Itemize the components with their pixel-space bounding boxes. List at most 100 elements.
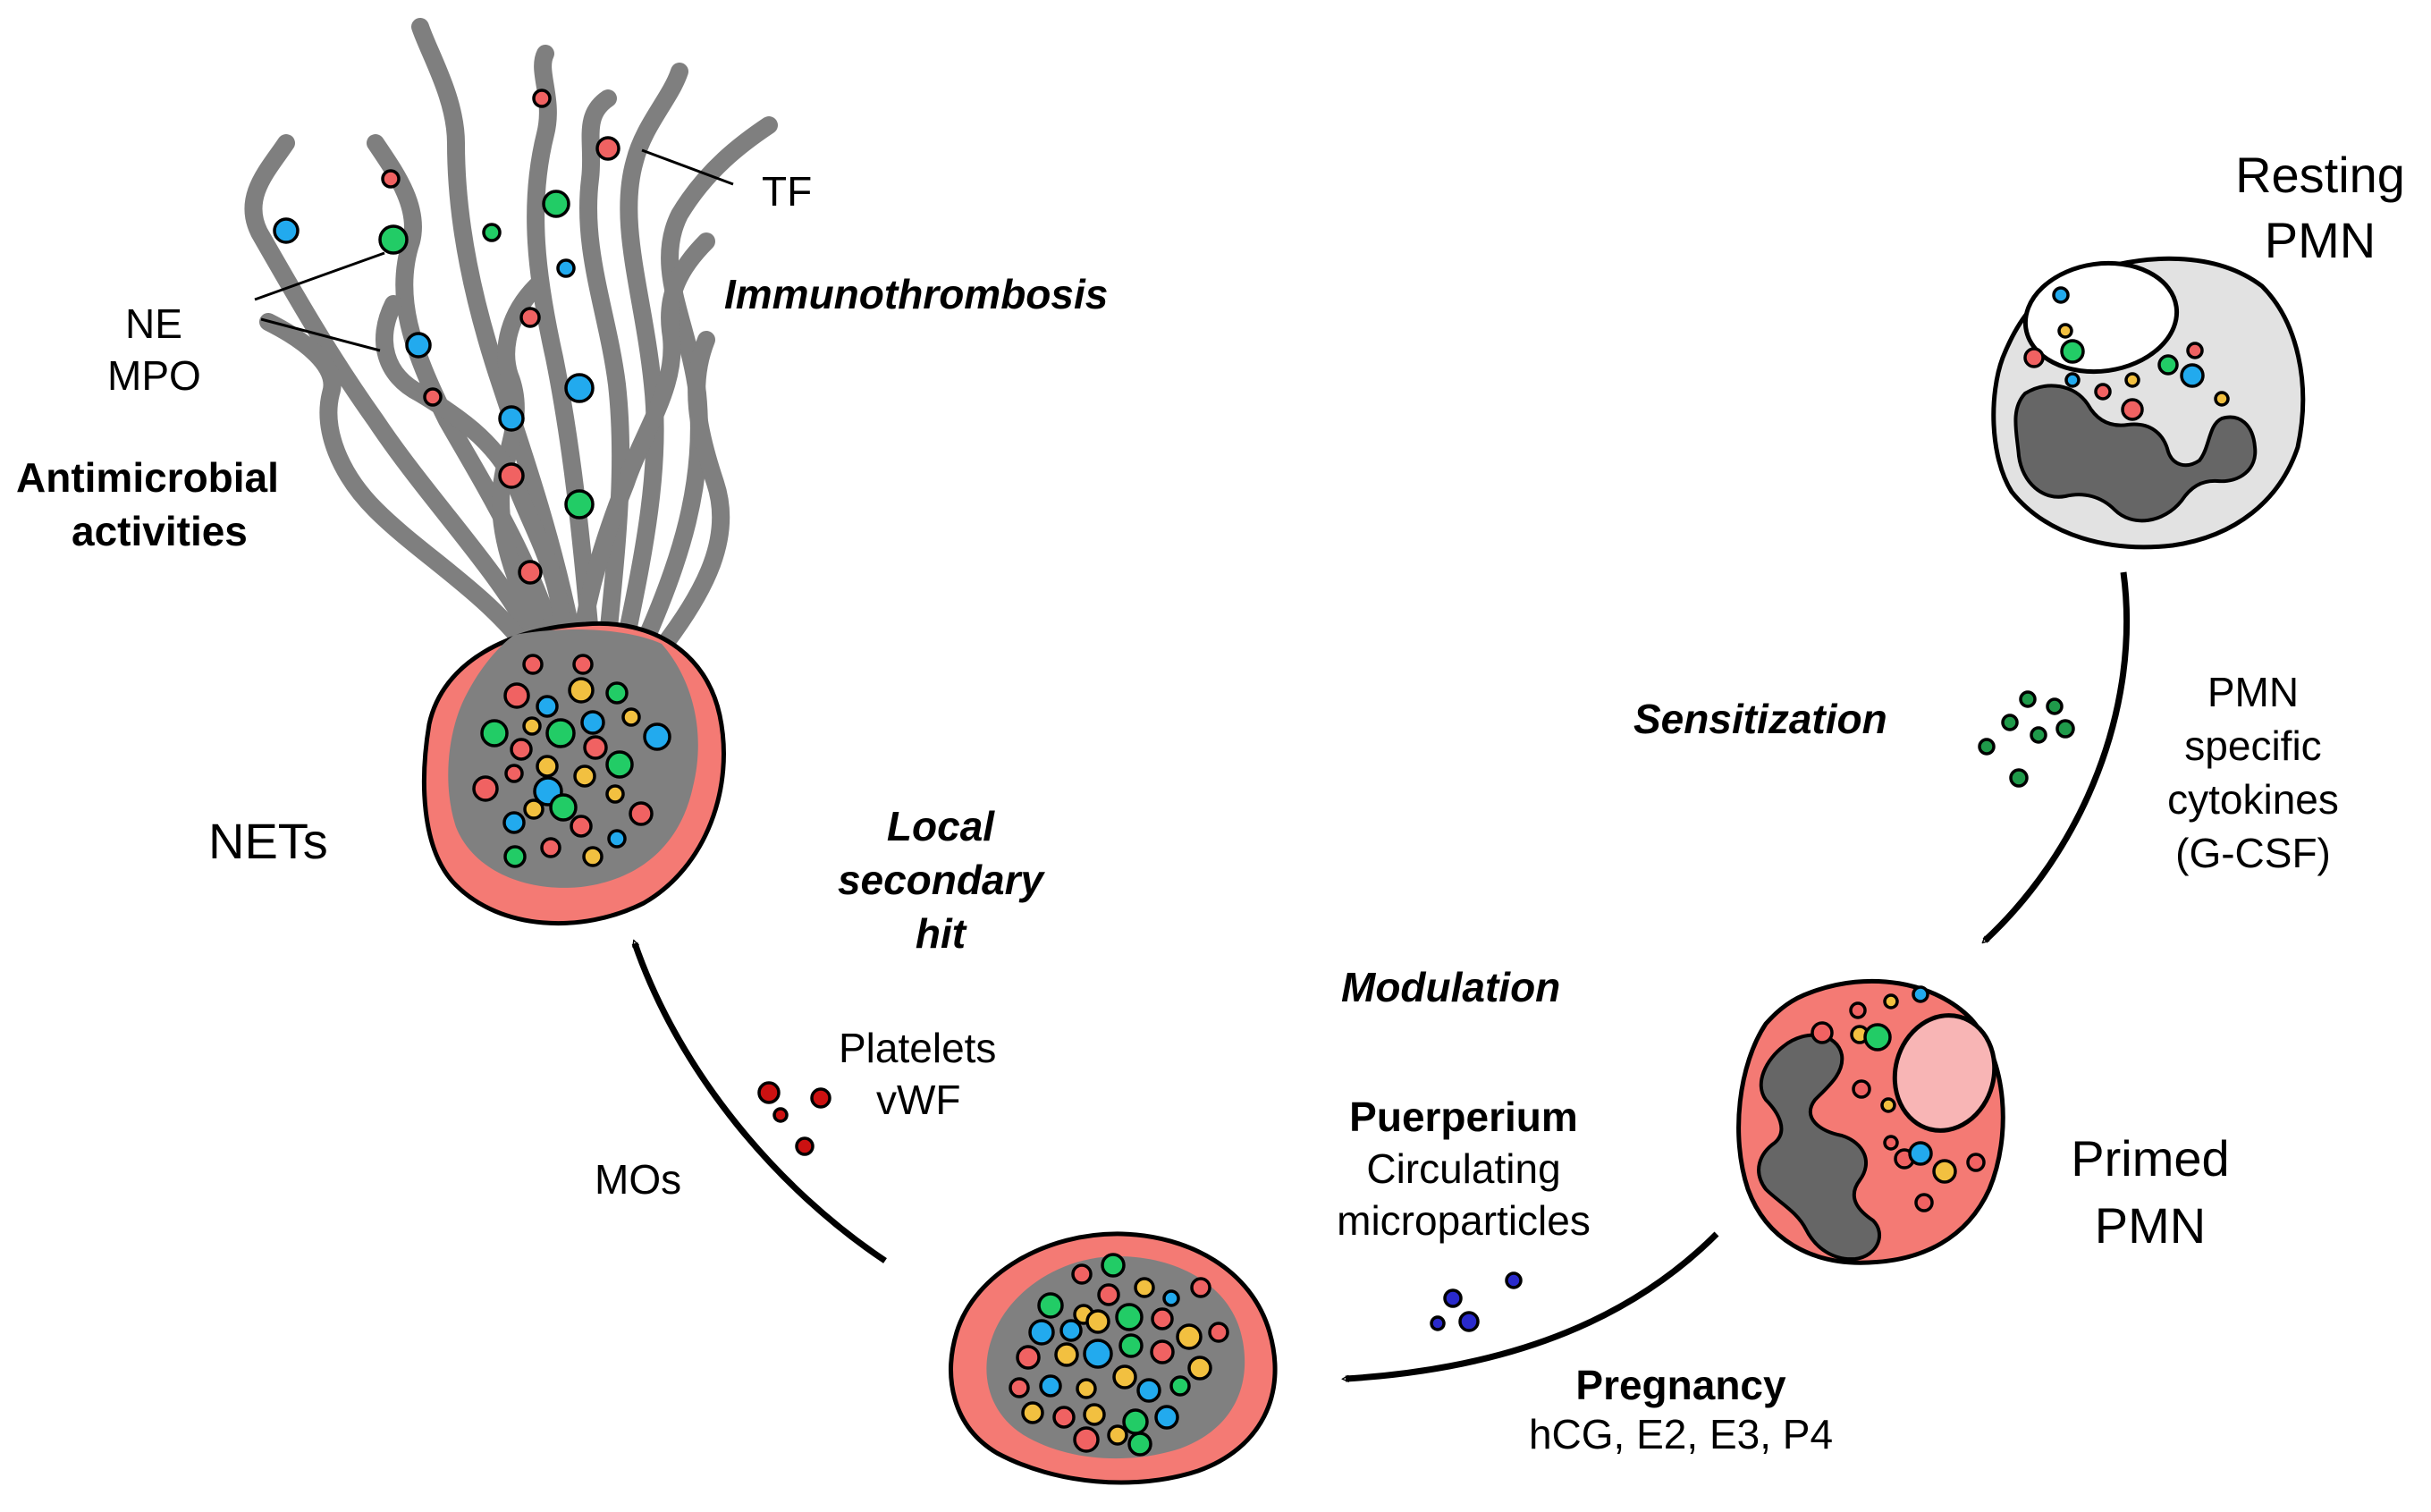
modulated-granule <box>1052 1406 1076 1429</box>
nets-granule <box>472 775 499 802</box>
modulated-granule <box>1016 1345 1041 1370</box>
modulated-granule <box>1054 1342 1079 1367</box>
nets-granule <box>583 735 608 760</box>
primed-pmn-vacuole <box>1892 1013 1997 1133</box>
resting-granule <box>2186 342 2204 359</box>
modulated-granule <box>1083 1339 1113 1369</box>
resting-granule <box>2214 391 2230 407</box>
nets-granule <box>573 764 596 788</box>
modulated-granule <box>1039 1374 1062 1398</box>
net-granule <box>564 373 595 403</box>
primed-pmn-label-line1: Primed <box>2071 1130 2229 1187</box>
modulated-granule <box>1101 1253 1126 1278</box>
primed-granule <box>1932 1159 1957 1184</box>
modulated-granule <box>1190 1277 1211 1298</box>
local-secondary-hit-arrow <box>631 943 887 1263</box>
net-granule <box>423 387 443 407</box>
nets-granule <box>510 738 533 761</box>
modulated-granule <box>1021 1401 1044 1424</box>
nets-granule <box>582 846 604 867</box>
net-granule <box>405 332 432 359</box>
sensitization-label: Sensitization <box>1633 696 1887 742</box>
modulated-granule <box>1162 1289 1180 1307</box>
microparticle-dot <box>1430 1315 1446 1331</box>
modulated-granule <box>1154 1405 1179 1430</box>
primed-granule <box>1914 1193 1934 1212</box>
primed-granule <box>1912 985 1929 1003</box>
nets-granule <box>605 750 634 779</box>
resting-granule <box>2121 398 2144 421</box>
cytokine-label-line2: specific <box>2184 722 2321 769</box>
hormones-label: hCG, E2, E3, P4 <box>1529 1411 1833 1457</box>
modulated-granule <box>1187 1356 1212 1381</box>
nets-granule <box>570 815 593 838</box>
modulated-granule <box>1127 1432 1152 1457</box>
modulated-granule <box>1037 1292 1064 1319</box>
modulated-granule <box>1151 1307 1174 1330</box>
modulated-granule <box>1208 1322 1229 1343</box>
nets-granules <box>472 654 671 868</box>
net-granule <box>519 307 541 328</box>
resting-pmn-label-line1: Resting <box>2235 147 2405 203</box>
resting-granule <box>2023 347 2045 368</box>
resting-granule <box>2052 286 2070 304</box>
nets-granule <box>629 801 654 826</box>
net-granule <box>378 224 409 255</box>
resting-granule <box>2057 323 2073 339</box>
net-granule <box>381 169 401 189</box>
tf-label: TF <box>762 168 812 215</box>
mpo-pointer-line <box>260 317 381 352</box>
primed-granule <box>1852 1079 1871 1099</box>
net-granule <box>532 89 552 108</box>
resting-granule <box>2124 372 2140 388</box>
modulated-granule <box>1009 1377 1030 1398</box>
primed-granule <box>1883 993 1899 1009</box>
net-granule <box>518 560 543 585</box>
modulated-pmn-cell <box>949 1231 1278 1485</box>
modulated-granule <box>1083 1403 1106 1426</box>
modulated-granule <box>1122 1408 1149 1435</box>
nets-granule <box>572 654 594 675</box>
primed-pmn-label-line2: PMN <box>2095 1197 2206 1254</box>
resting-granule <box>2094 383 2112 401</box>
cytokine-dot <box>2009 768 2029 788</box>
nets-granule <box>545 718 576 748</box>
cytokine-dot <box>2001 714 2019 731</box>
nets-granule <box>522 716 542 736</box>
modulated-granule <box>1176 1323 1203 1350</box>
platelet-dot <box>772 1107 789 1123</box>
platelet-dot <box>757 1081 781 1104</box>
nets-granule <box>643 722 671 751</box>
local-hit-label-line2: secondary <box>838 857 1046 903</box>
nets-granule <box>536 755 559 778</box>
nets-granule <box>536 695 559 718</box>
primed-granule <box>1811 1021 1834 1044</box>
local-hit-label-line1: Local <box>887 803 995 849</box>
mos-label: MOs <box>595 1156 681 1203</box>
cytokine-dot <box>1978 738 1996 756</box>
cytokine-dot <box>2019 690 2037 708</box>
nets-granule <box>504 764 524 783</box>
microparticle-dots <box>1430 1271 1523 1332</box>
modulated-granule <box>1073 1426 1100 1453</box>
nets-granule <box>607 829 627 849</box>
resting-granule <box>2064 372 2081 388</box>
ne-label: NE <box>125 300 182 347</box>
cytokine-label-line1: PMN <box>2207 669 2299 715</box>
sensitization-arrow <box>1985 571 2131 941</box>
resting-granules <box>2023 286 2230 421</box>
primed-granule <box>1880 1097 1896 1113</box>
nets-granule <box>503 682 530 709</box>
net-granule <box>273 217 300 244</box>
modulated-granule <box>1076 1378 1097 1399</box>
platelets-label: Platelets <box>839 1025 996 1071</box>
modulated-granule <box>1169 1375 1191 1397</box>
nets-cell <box>421 621 726 926</box>
cytokine-dot <box>2055 719 2075 739</box>
nets-granule <box>568 677 595 704</box>
nets-granule <box>580 710 605 735</box>
nets-granule <box>522 654 544 675</box>
nets-granule <box>540 837 561 858</box>
nets-granule <box>621 707 641 727</box>
